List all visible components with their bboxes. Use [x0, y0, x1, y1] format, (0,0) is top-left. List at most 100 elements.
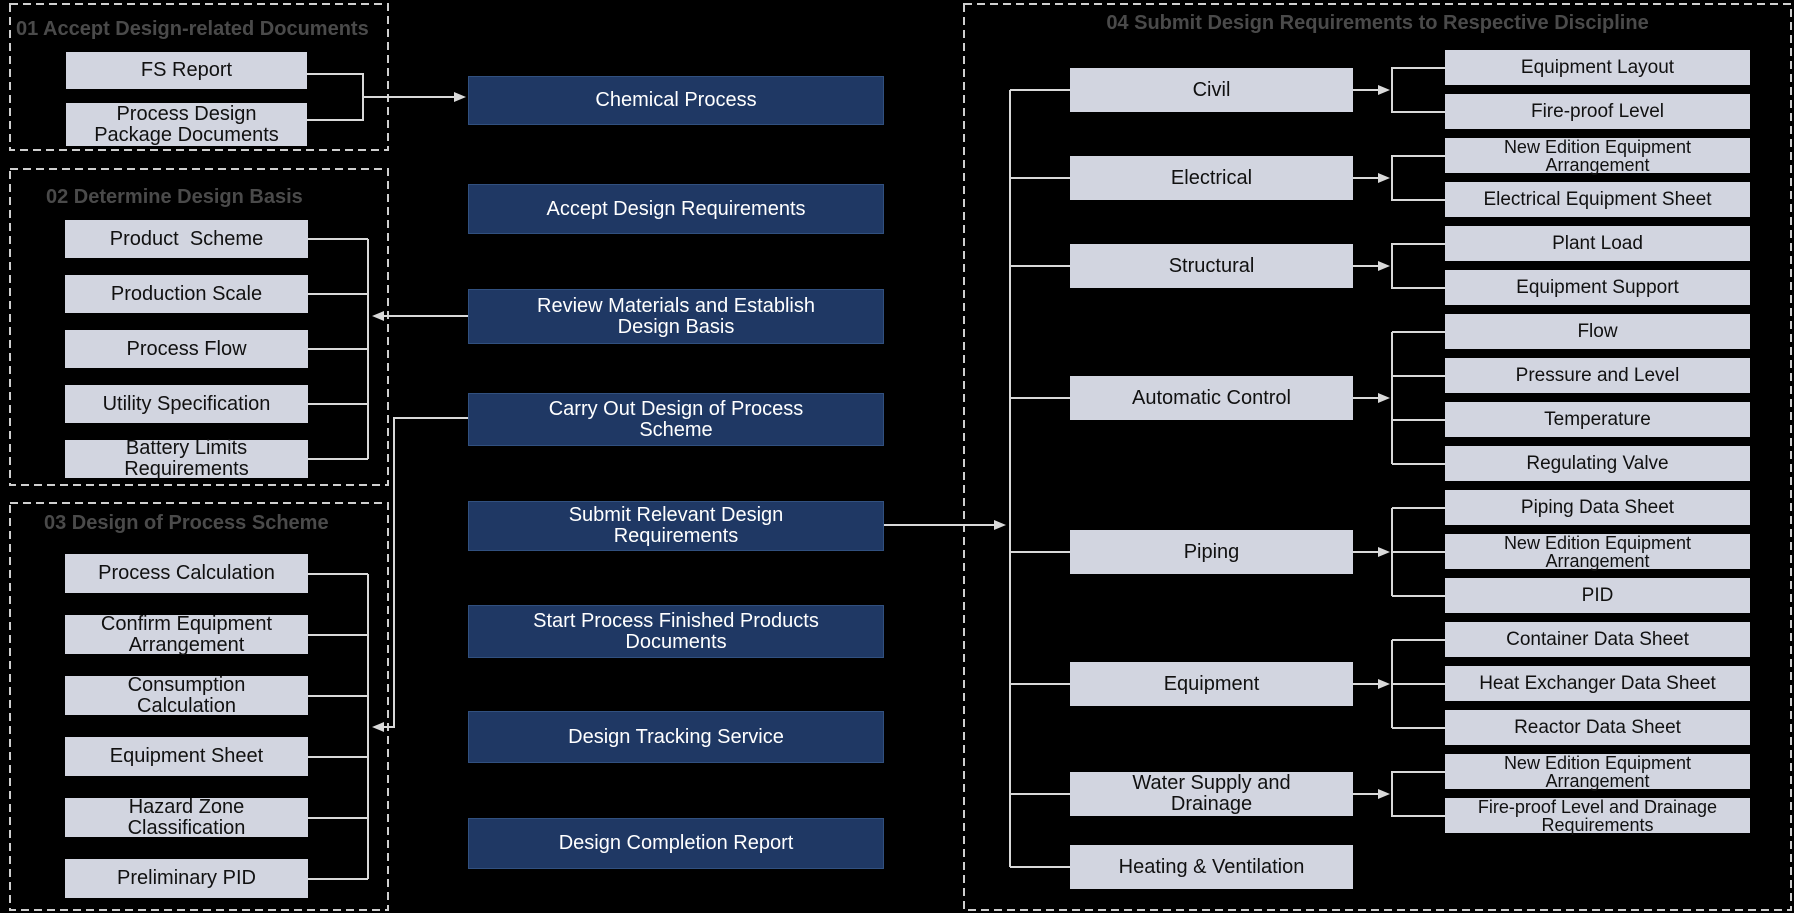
- node-label: Production Scale: [110, 282, 263, 305]
- discipline-label: Water Supply and Drainage: [1132, 772, 1297, 815]
- deliverable-fire-proof-level-drainage-requirements: Fire-proof Level and Drainage Requiremen…: [1445, 796, 1750, 835]
- node-label: FS Report: [140, 59, 233, 81]
- node-label: Preliminary PID: [117, 867, 256, 889]
- deliverable-new-edition-equipment-arrangement-3: New Edition Equipment Arrangement: [1445, 752, 1750, 791]
- step-accept-design-requirements: Accept Design Requirements: [468, 184, 884, 234]
- node-process-design-package: Process Design Package Documents: [66, 103, 307, 146]
- deliverable-regulating-valve: Regulating Valve: [1445, 446, 1750, 481]
- group-01-bus: [307, 73, 364, 121]
- deliverable-label: Flow: [1577, 320, 1618, 342]
- node-label: Process Design Package Documents: [94, 102, 279, 146]
- step-label: Carry Out Design of Process Scheme: [548, 397, 809, 441]
- node-consumption-calculation: Consumption Calculation: [65, 673, 308, 717]
- bracket-electrical: [1391, 155, 1445, 201]
- node-utility-specification: Utility Specification: [65, 385, 308, 423]
- arrow-to-process-scheme: [372, 417, 468, 732]
- group-03-bus: [308, 573, 369, 880]
- node-label: Hazard Zone Classification: [127, 795, 250, 839]
- group-03-frame: [9, 502, 389, 911]
- deliverable-electrical-equipment-sheet: Electrical Equipment Sheet: [1445, 182, 1750, 217]
- node-label: Utility Specification: [102, 392, 271, 415]
- group-04-frame: [963, 3, 1792, 911]
- bracket-automatic-control: [1391, 331, 1445, 465]
- group-01-title: 01 Accept Design-related Documents: [16, 18, 369, 40]
- node-production-scale: Production Scale: [65, 275, 308, 313]
- step-label: Submit Relevant Design Requirements: [568, 504, 789, 547]
- group-03-title: 03 Design of Process Scheme: [44, 512, 329, 534]
- discipline-electrical: Electrical: [1070, 156, 1353, 200]
- deliverable-piping-data-sheet: Piping Data Sheet: [1445, 490, 1750, 525]
- step-label: Accept Design Requirements: [546, 197, 806, 220]
- deliverable-new-edition-equipment-arrangement-2: New Edition Equipment Arrangement: [1445, 532, 1750, 571]
- step-label: Design Completion Report: [558, 832, 794, 854]
- deliverable-plant-load: Plant Load: [1445, 226, 1750, 261]
- deliverable-label: PID: [1581, 584, 1614, 606]
- deliverable-equipment-support: Equipment Support: [1445, 270, 1750, 305]
- step-chemical-process: Chemical Process: [468, 76, 884, 125]
- deliverable-container-data-sheet: Container Data Sheet: [1445, 622, 1750, 657]
- node-label: Process Calculation: [98, 562, 275, 584]
- node-hazard-zone-classification: Hazard Zone Classification: [65, 795, 308, 839]
- step-review-materials-design-basis: Review Materials and Establish Design Ba…: [468, 289, 884, 344]
- node-equipment-sheet: Equipment Sheet: [65, 737, 308, 776]
- deliverable-label: Piping Data Sheet: [1520, 496, 1675, 518]
- discipline-water-supply-drainage: Water Supply and Drainage: [1070, 772, 1353, 816]
- step-submit-relevant-design-requirements: Submit Relevant Design Requirements: [468, 501, 884, 551]
- node-fs-report: FS Report: [66, 52, 307, 89]
- deliverable-pressure-and-level: Pressure and Level: [1445, 358, 1750, 393]
- node-label: Process Flow: [126, 337, 247, 360]
- deliverable-reactor-data-sheet: Reactor Data Sheet: [1445, 710, 1750, 745]
- node-battery-limits: Battery Limits Requirements: [65, 437, 308, 480]
- step-label: Chemical Process: [595, 89, 757, 111]
- deliverable-heat-exchanger-data-sheet: Heat Exchanger Data Sheet: [1445, 666, 1750, 701]
- deliverable-label: Fire-proof Level and Drainage Requiremen…: [1477, 796, 1723, 835]
- bracket-structural: [1391, 243, 1445, 289]
- step-start-process-finished-products: Start Process Finished Products Document…: [468, 605, 884, 658]
- deliverable-label: Temperature: [1544, 408, 1651, 430]
- deliverable-pid: PID: [1445, 578, 1750, 613]
- deliverable-label: New Edition Equipment Arrangement: [1503, 752, 1696, 791]
- discipline-label: Equipment: [1163, 672, 1260, 695]
- step-design-tracking-service: Design Tracking Service: [468, 711, 884, 763]
- discipline-equipment: Equipment: [1070, 662, 1353, 706]
- group-04-bus: [1009, 89, 1070, 868]
- discipline-civil: Civil: [1070, 68, 1353, 112]
- step-carry-out-design-process-scheme: Carry Out Design of Process Scheme: [468, 393, 884, 446]
- node-preliminary-pid: Preliminary PID: [65, 859, 308, 898]
- node-label: Battery Limits Requirements: [124, 437, 253, 480]
- group-02-bus: [308, 238, 369, 460]
- group-02-title: 02 Determine Design Basis: [46, 186, 303, 208]
- deliverable-label: Regulating Valve: [1526, 452, 1669, 474]
- deliverable-label: New Edition Equipment Arrangement: [1503, 532, 1696, 571]
- node-label: Consumption Calculation: [127, 673, 251, 717]
- deliverable-label: Plant Load: [1552, 232, 1643, 254]
- discipline-label: Electrical: [1170, 166, 1253, 189]
- deliverable-label: Reactor Data Sheet: [1514, 716, 1681, 738]
- deliverable-label: Equipment Support: [1516, 276, 1679, 298]
- discipline-heating-ventilation: Heating & Ventilation: [1070, 845, 1353, 889]
- bracket-water-supply: [1391, 771, 1445, 817]
- deliverable-equipment-layout: Equipment Layout: [1445, 50, 1750, 85]
- bracket-piping: [1391, 507, 1445, 597]
- deliverable-label: Equipment Layout: [1520, 56, 1675, 78]
- node-product-scheme: Product Scheme: [65, 220, 308, 258]
- discipline-structural: Structural: [1070, 244, 1353, 288]
- deliverable-label: Electrical Equipment Sheet: [1483, 188, 1712, 210]
- discipline-piping: Piping: [1070, 530, 1353, 574]
- deliverable-label: Pressure and Level: [1515, 364, 1680, 386]
- discipline-label: Civil: [1192, 78, 1231, 101]
- step-design-completion-report: Design Completion Report: [468, 818, 884, 869]
- discipline-label: Structural: [1168, 254, 1255, 277]
- deliverable-label: Fire-proof Level: [1530, 100, 1665, 122]
- node-label: Equipment Sheet: [109, 745, 264, 767]
- group-01-frame: [9, 3, 389, 151]
- node-process-flow: Process Flow: [65, 330, 308, 368]
- discipline-label: Heating & Ventilation: [1118, 855, 1305, 878]
- deliverable-label: Container Data Sheet: [1506, 628, 1689, 650]
- bracket-equipment: [1391, 639, 1445, 729]
- node-label: Product Scheme: [109, 227, 264, 250]
- deliverable-flow: Flow: [1445, 314, 1750, 349]
- deliverable-fire-proof-level: Fire-proof Level: [1445, 94, 1750, 129]
